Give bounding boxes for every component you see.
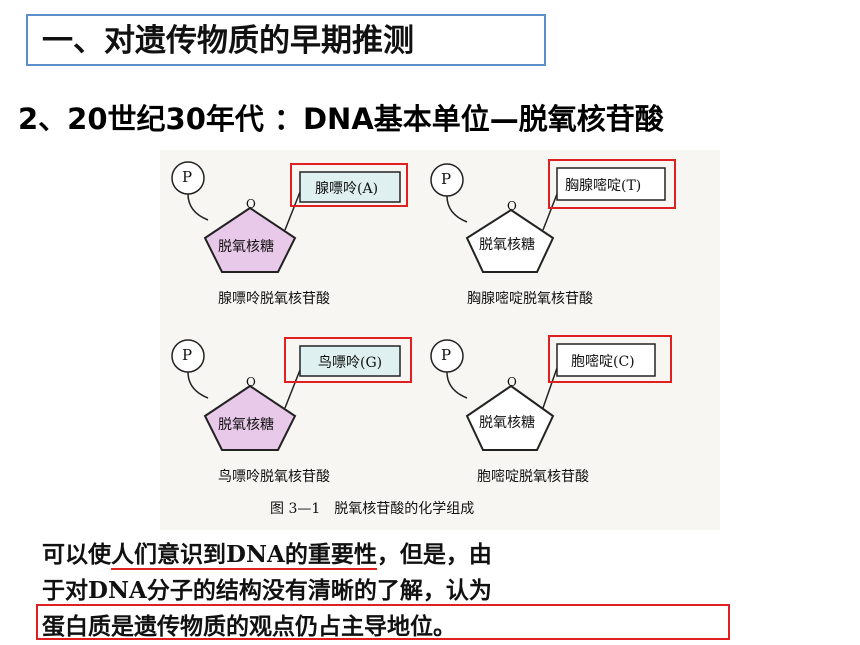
note-line-1: 可以使人们意识到DNA的重要性，但是，由 [42,537,842,573]
explanation-text: 可以使人们意识到DNA的重要性，但是，由 于对DNA分子的结构没有清晰的了解，认… [42,537,842,645]
note-line-2: 于对DNA分子的结构没有清晰的了解，认为 [42,577,492,604]
phosphate-label: P [441,170,452,188]
nucleotide-unit-t: P O 脱氧核糖 胸腺嘧啶(T) 胸腺嘧啶脱氧核苷酸 [425,150,685,320]
nucleotide-diagram-c [430,335,672,451]
oxygen-label: O [507,199,517,213]
figure-caption: 图 3—1 脱氧核苷酸的化学组成 [270,501,475,517]
oxygen-label: O [507,375,517,389]
sugar-label: 脱氧核糖 [218,417,274,433]
nucleotide-diagram-t [430,159,676,273]
sugar-label: 脱氧核糖 [218,239,274,255]
nucleotide-figure: P O 脱氧核糖 腺嘌呤(A) 腺嘌呤脱氧核苷酸 P O 脱氧核糖 胸腺嘧啶(T… [160,150,720,530]
note-line-3: 蛋白质是遗传物质的观点仍占主导地位。 [42,613,456,640]
nucleotide-name-g: 鸟嘌呤脱氧核苷酸 [218,469,330,485]
nucleotide-unit-a: P O 脱氧核糖 腺嘌呤(A) 腺嘌呤脱氧核苷酸 [160,150,420,320]
oxygen-label: O [246,197,256,211]
note-line-1-suffix: ，但是，由 [376,541,492,568]
nucleotide-name-t: 胸腺嘧啶脱氧核苷酸 [467,291,593,307]
subtitle: 2、20世纪30年代 ：DNA基本单位—脱氧核苷酸 [18,102,664,136]
oxygen-label: O [246,375,256,389]
section-title: 一、对遗传物质的早期推测 [26,14,546,66]
nucleotide-name-a: 腺嘌呤脱氧核苷酸 [218,291,330,307]
sugar-label: 脱氧核糖 [479,415,535,431]
phosphate-label: P [441,346,452,364]
base-label-c: 胞嘧啶(C) [571,354,635,370]
nucleotide-unit-g: P O 脱氧核糖 鸟嘌呤(G) 鸟嘌呤脱氧核苷酸 [160,328,420,498]
highlight-box [36,604,730,640]
nucleotide-diagram-a [171,161,408,273]
nucleotide-name-c: 胞嘧啶脱氧核苷酸 [477,469,589,485]
base-label-g: 鸟嘌呤(G) [318,355,383,371]
note-line-1-prefix: 可以使 [42,541,111,568]
phosphate-label: P [182,168,193,186]
nucleotide-unit-c: P O 脱氧核糖 胞嘧啶(C) 胞嘧啶脱氧核苷酸 [425,328,685,498]
base-label-t: 胸腺嘧啶(T) [565,178,642,194]
nucleotide-diagram-g [171,337,412,451]
sugar-label: 脱氧核糖 [479,237,535,253]
phosphate-label: P [182,346,193,364]
note-underlined-phrase: 人们意识到DNA的重要性 [111,541,377,570]
base-label-a: 腺嘌呤(A) [315,181,379,197]
